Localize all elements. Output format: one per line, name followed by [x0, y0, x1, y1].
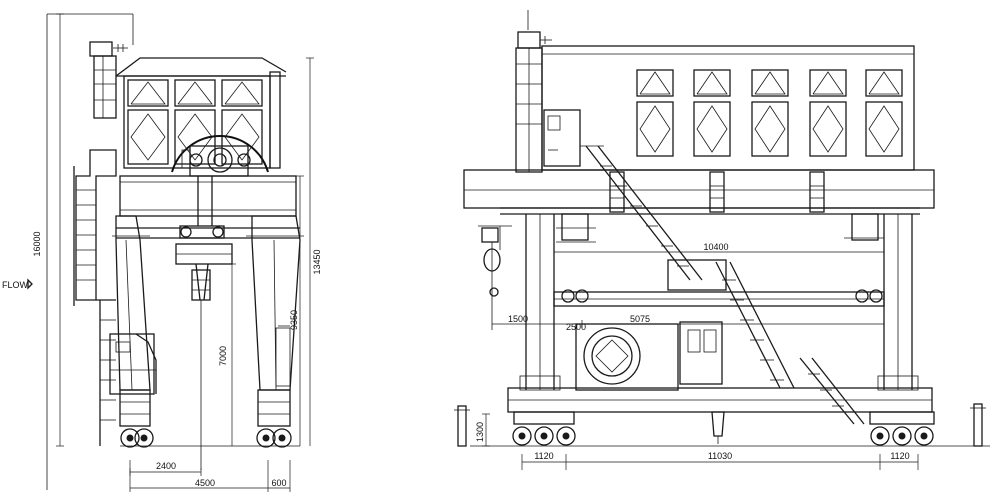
front-operator-cab — [679, 321, 723, 385]
front-hook — [478, 225, 512, 330]
side-right-wheel-unit — [256, 389, 292, 448]
dim-mid-span: 5075 — [630, 314, 650, 324]
front-trolley-wheels — [609, 171, 825, 213]
dim-upper-span: 10400 — [703, 242, 728, 252]
front-mast — [515, 10, 552, 173]
side-roof — [115, 57, 287, 169]
side-hoist — [175, 176, 233, 470]
front-left-leg — [519, 214, 561, 391]
side-left-wheel-unit — [119, 389, 154, 448]
front-right-bogie — [869, 411, 935, 446]
dim-left-trolley: 2500 — [566, 322, 586, 332]
front-view: 10400 1500 2500 5075 1300 1120 11030 112… — [454, 10, 990, 470]
dim-beam-height: 13450 — [312, 249, 322, 274]
side-view: 16000 13450 9350 7000 2400 4500 600 FLOW — [2, 13, 322, 492]
flow-arrow-icon — [27, 278, 33, 290]
side-dimensions — [56, 13, 314, 492]
side-right-leg — [246, 215, 304, 391]
dim-right-wheel: 1120 — [890, 451, 909, 461]
flow-indicator: FLOW — [2, 278, 33, 290]
side-cabin — [89, 41, 128, 119]
front-windows — [636, 69, 903, 157]
dim-left-wheel: 1120 — [534, 451, 553, 461]
front-top-girder — [463, 169, 935, 215]
front-house — [541, 45, 915, 171]
dim-lower-height: 9350 — [289, 310, 299, 330]
front-generator — [575, 323, 679, 391]
dim-offset: 2400 — [156, 461, 176, 471]
front-right-hoist — [844, 213, 884, 303]
dim-clearance: 600 — [271, 478, 286, 488]
front-left-bogie — [512, 411, 576, 446]
flow-label: FLOW — [2, 280, 29, 290]
front-lower-beam — [553, 291, 885, 307]
dim-span: 4500 — [195, 478, 215, 488]
front-base — [507, 387, 933, 444]
dim-wheel-base: 11030 — [708, 451, 732, 461]
dim-leg-height: 7000 — [218, 346, 228, 366]
front-lower-stair — [715, 261, 865, 425]
dim-left-offset: 1500 — [508, 314, 528, 324]
front-bollards — [454, 403, 986, 447]
side-windows — [127, 79, 263, 165]
dim-overall-height: 16000 — [32, 231, 42, 256]
front-left-hoist — [556, 213, 596, 303]
front-dimensions — [470, 248, 990, 470]
side-left-leg — [112, 215, 151, 391]
side-staircase — [73, 149, 117, 446]
front-upper-stair — [580, 145, 703, 281]
side-girder — [116, 175, 300, 239]
side-winch — [171, 135, 269, 177]
dim-base-height: 1300 — [475, 422, 485, 442]
front-mid-platform — [667, 259, 727, 291]
side-engine-house — [109, 333, 157, 395]
